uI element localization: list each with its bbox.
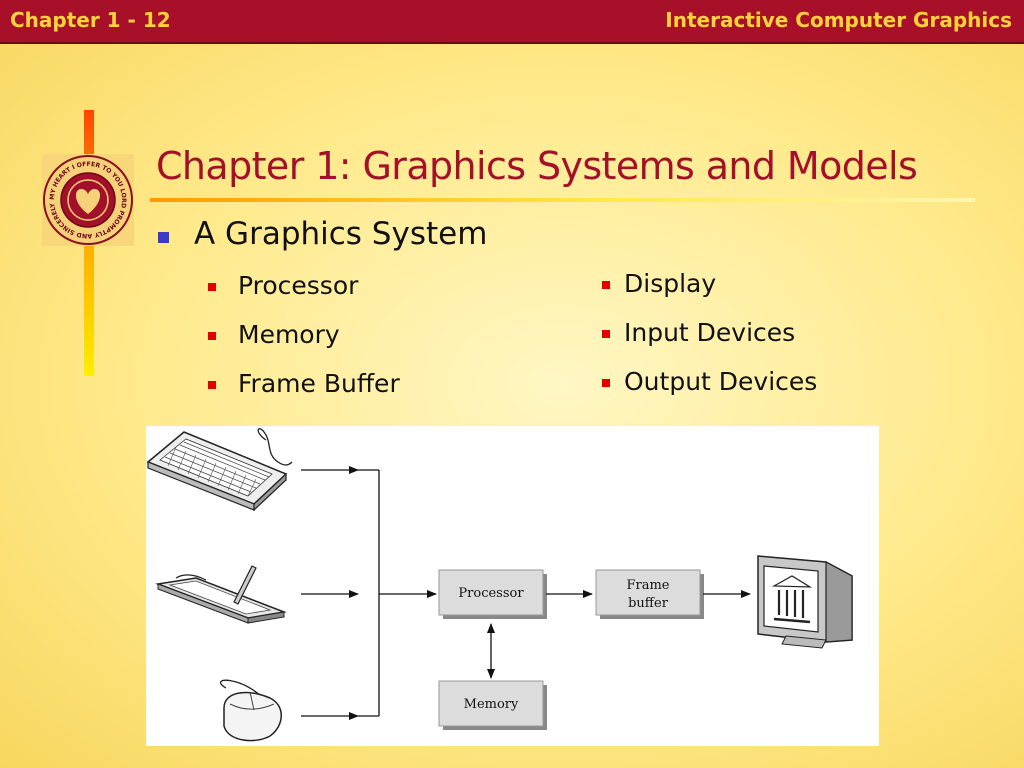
list-item-text: Memory bbox=[238, 320, 340, 349]
list-item: Memory bbox=[208, 320, 340, 349]
bullet-marker bbox=[208, 381, 216, 389]
frame-buffer-label-line1: Frame bbox=[626, 578, 669, 593]
memory-box bbox=[438, 680, 544, 727]
mouse-icon bbox=[219, 679, 282, 742]
bullet-marker bbox=[208, 332, 216, 340]
title-underline bbox=[150, 198, 975, 202]
memory-label: Memory bbox=[464, 697, 519, 712]
frame-buffer-box bbox=[595, 569, 701, 616]
list-item: Display bbox=[602, 269, 716, 298]
list-item: Input Devices bbox=[602, 318, 795, 347]
main-bullet-text: A Graphics System bbox=[194, 216, 488, 252]
list-item-text: Output Devices bbox=[624, 367, 818, 396]
processor-label: Processor bbox=[458, 586, 524, 601]
frame-buffer-label-line2: buffer bbox=[628, 596, 669, 611]
bullet-marker bbox=[208, 283, 216, 291]
list-item-text: Processor bbox=[238, 271, 359, 300]
bullet-marker bbox=[602, 330, 610, 338]
bullet-marker bbox=[158, 232, 169, 243]
list-item: Frame Buffer bbox=[208, 369, 400, 398]
bullet-marker bbox=[602, 281, 610, 289]
bullet-marker bbox=[602, 379, 610, 387]
list-item-text: Display bbox=[624, 269, 717, 298]
processor-box bbox=[438, 569, 544, 616]
tablet-icon bbox=[155, 565, 287, 624]
slide-title: Chapter 1: Graphics Systems and Models bbox=[156, 144, 918, 188]
main-bullet: A Graphics System bbox=[158, 216, 487, 252]
keyboard-icon bbox=[146, 428, 293, 512]
list-item-text: Input Devices bbox=[624, 318, 796, 347]
list-item: Processor bbox=[208, 271, 358, 300]
seal-logo: MY HEART I OFFER TO YOU LORD PROMPTLY AN… bbox=[42, 154, 134, 246]
header-chapter-label: Chapter 1 - 12 bbox=[10, 8, 171, 32]
monitor-icon bbox=[757, 555, 853, 649]
header-course-label: Interactive Computer Graphics bbox=[665, 8, 1012, 32]
header-bar: Chapter 1 - 12 Interactive Computer Grap… bbox=[0, 0, 1024, 44]
list-item: Output Devices bbox=[602, 367, 817, 396]
list-item-text: Frame Buffer bbox=[238, 369, 400, 398]
graphics-system-diagram: Processor Frame buffer Memory bbox=[146, 426, 879, 746]
